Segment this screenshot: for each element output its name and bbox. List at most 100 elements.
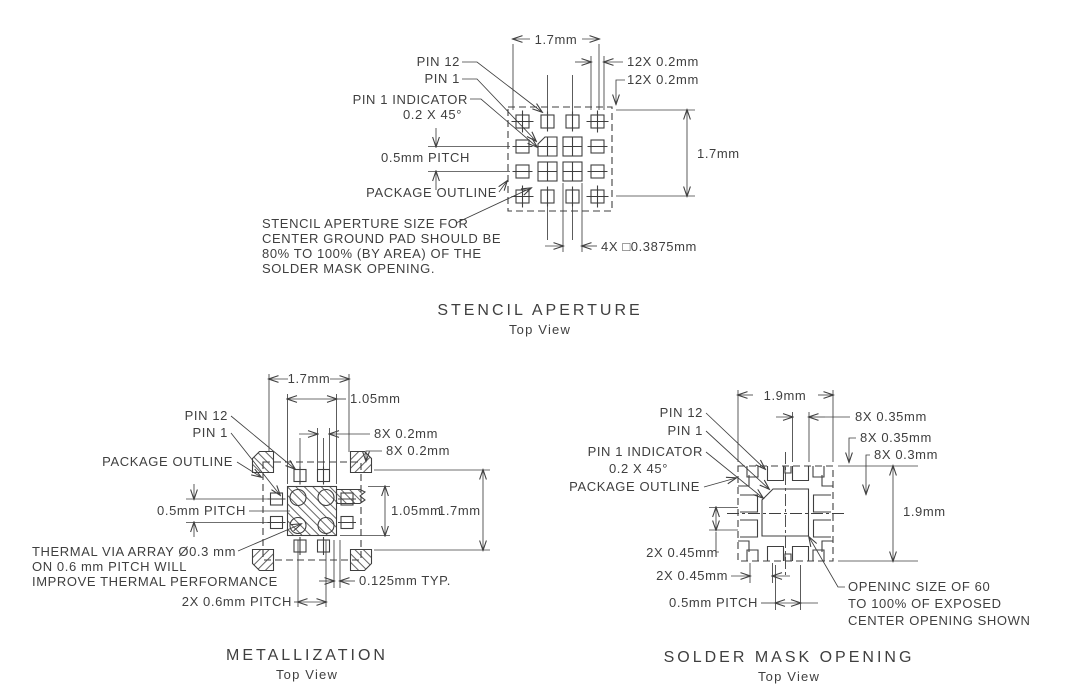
note-line: CENTER GROUND PAD SHOULD BE xyxy=(262,231,501,246)
note-line: SOLDER MASK OPENING. xyxy=(262,261,435,276)
dim-label: 1.7mm xyxy=(697,146,740,161)
mask-web xyxy=(784,466,792,474)
mask-web xyxy=(784,553,792,561)
stencil-drawing xyxy=(507,106,613,212)
mask-opening xyxy=(812,494,831,513)
mask-opening xyxy=(766,466,785,482)
package-outline-label: PACKAGE OUTLINE xyxy=(102,454,233,469)
thermal-via xyxy=(317,516,335,535)
pin12-label: PIN 12 xyxy=(660,405,703,420)
corner-mask-opening xyxy=(812,466,825,478)
metallization-view: 1.7mm 1.05mm PIN 12 PIN 1 8X 0.2mm 8X 0.… xyxy=(32,371,490,682)
corner-mask-opening xyxy=(821,475,833,487)
solder-mask-labels: 1.9mm PIN 12 PIN 1 PIN 1 INDICATOR 0.2 X… xyxy=(569,388,1030,684)
pad xyxy=(511,139,534,154)
pad xyxy=(585,184,610,209)
solder-mask-view: 1.9mm PIN 12 PIN 1 PIN 1 INDICATOR 0.2 X… xyxy=(569,388,1030,684)
pin12-leader xyxy=(705,412,765,469)
pin1-indicator-angle: 0.2 X 45° xyxy=(609,461,668,476)
pin1-leader xyxy=(705,430,769,489)
thermal-via xyxy=(317,488,335,507)
metallization-subtitle: Top View xyxy=(276,667,338,682)
pin12-leader xyxy=(230,415,295,469)
solder-mask-title: SOLDER MASK OPENING xyxy=(664,649,915,666)
corner-mask-opening xyxy=(746,549,759,561)
package-outline-leader xyxy=(703,478,736,488)
mask-opening xyxy=(791,545,810,561)
pin1-leader xyxy=(230,432,280,495)
stencil-dimension-lines xyxy=(428,39,695,252)
dim-label: 8X 0.3mm xyxy=(874,447,938,462)
pad xyxy=(565,110,580,133)
dim-label: 0.125mm TYP. xyxy=(359,573,451,588)
dim-label: 4X □0.3875mm xyxy=(601,239,697,254)
pad xyxy=(511,164,534,179)
dim-label: 1.7mm xyxy=(438,503,481,518)
corner-mask-opening xyxy=(821,540,833,552)
thermal-via xyxy=(289,488,307,507)
stencil-aperture-view: 1.7mm PIN 12 PIN 1 PIN 1 INDICATOR 0.2 X… xyxy=(262,32,740,337)
dim-label: 1.05mm xyxy=(350,391,401,406)
corner-mask-opening xyxy=(738,540,750,552)
corner-pad xyxy=(349,548,373,572)
pad xyxy=(540,110,555,133)
pad xyxy=(585,109,610,134)
note-leader xyxy=(455,188,531,224)
dim-label: 2X 0.45mm xyxy=(656,568,728,583)
mask-opening xyxy=(812,519,831,538)
note-line: IMPROVE THERMAL PERFORMANCE xyxy=(32,574,278,589)
dim-label: 1.9mm xyxy=(764,388,807,403)
dim-label: 12X 0.2mm xyxy=(627,72,699,87)
opening-note-leader xyxy=(809,537,845,588)
solder-mask-drawing xyxy=(727,452,844,576)
pin12-label: PIN 12 xyxy=(417,54,460,69)
pin1-indicator-label: PIN 1 INDICATOR xyxy=(353,92,468,107)
dim-label: 1.7mm xyxy=(288,371,331,386)
pad xyxy=(586,164,609,179)
dim-label: 8X 0.2mm xyxy=(374,426,438,441)
pad xyxy=(510,109,535,134)
note-line: OPENINC SIZE OF 60 xyxy=(848,579,990,594)
corner-pad xyxy=(349,450,373,474)
solder-mask-subtitle: Top View xyxy=(758,669,820,684)
package-outline-leader xyxy=(236,461,261,477)
dim-label: 1.05mm xyxy=(391,503,442,518)
pitch-label: 0.5mm PITCH xyxy=(669,595,758,610)
corner-mask-opening xyxy=(738,475,750,487)
stencil-labels: 1.7mm PIN 12 PIN 1 PIN 1 INDICATOR 0.2 X… xyxy=(262,32,740,337)
note-line: THERMAL VIA ARRAY Ø0.3 mm xyxy=(32,544,236,559)
pad xyxy=(316,536,331,556)
pin12-leader xyxy=(462,61,542,112)
pad xyxy=(586,139,609,154)
note-line: TO 100% OF EXPOSED xyxy=(848,596,1002,611)
thermal-via-leader xyxy=(237,524,301,552)
package-outline-label: PACKAGE OUTLINE xyxy=(569,479,700,494)
center-ground-apertures xyxy=(537,136,583,182)
dim-label: 2X 0.45mm xyxy=(646,545,718,560)
dim-label: 12X 0.2mm xyxy=(627,54,699,69)
dim-label: 8X 0.35mm xyxy=(860,430,932,445)
pin1-label: PIN 1 xyxy=(424,71,460,86)
metallization-labels: 1.7mm 1.05mm PIN 12 PIN 1 8X 0.2mm 8X 0.… xyxy=(32,371,481,682)
pin1-label: PIN 1 xyxy=(667,423,703,438)
pin1-leader xyxy=(462,78,536,141)
ground-trace-break xyxy=(335,488,367,505)
thermal-via xyxy=(289,516,307,535)
dim-label: 8X 0.2mm xyxy=(386,443,450,458)
note-line: 80% TO 100% (BY AREA) OF THE xyxy=(262,246,482,261)
note-line: STENCIL APERTURE SIZE FOR xyxy=(262,216,468,231)
solder-mask-dimension-lines xyxy=(703,390,918,610)
dim-label: 1.9mm xyxy=(903,504,946,519)
dim-label: 8X 0.35mm xyxy=(855,409,927,424)
stencil-title: STENCIL APERTURE xyxy=(437,302,642,319)
dim-label: 1.7mm xyxy=(535,32,578,47)
pad xyxy=(337,515,357,530)
pad xyxy=(293,536,307,556)
pin1-indicator-angle: 0.2 X 45° xyxy=(403,107,462,122)
pitch-label: 0.5mm PITCH xyxy=(157,503,246,518)
via-pitch-label: 2X 0.6mm PITCH xyxy=(182,594,292,609)
stencil-subtitle: Top View xyxy=(509,322,571,337)
pin1-indicator-label: PIN 1 INDICATOR xyxy=(588,444,703,459)
pitch-label: 0.5mm PITCH xyxy=(381,150,470,165)
